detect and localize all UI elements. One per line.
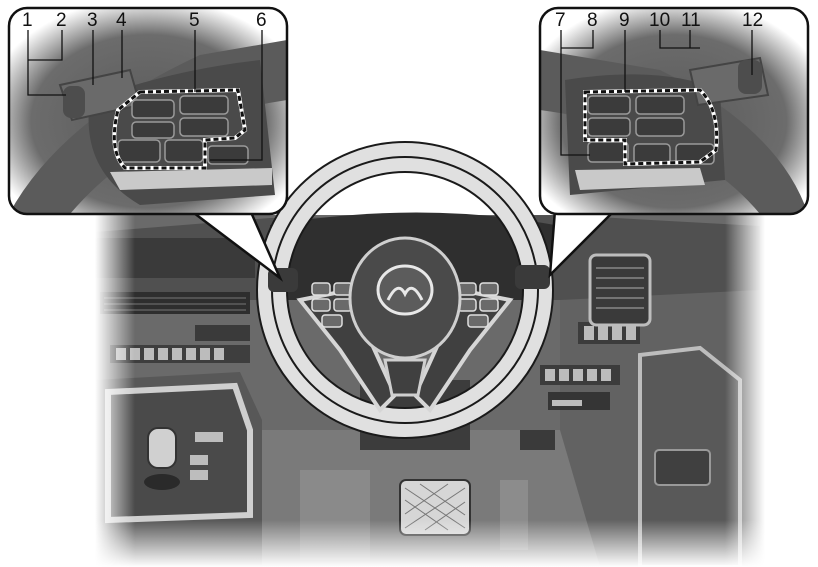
callout-labels: 1 2 3 4 5 6 7 8 9 10 11 12 <box>22 10 763 31</box>
mazda-logo-icon <box>386 286 424 301</box>
callout-11: 11 <box>681 10 701 31</box>
callout-9: 9 <box>619 10 630 31</box>
callout-8: 8 <box>587 10 598 31</box>
right-callout-box <box>538 6 810 279</box>
callout-2: 2 <box>56 10 67 31</box>
callout-10: 10 <box>649 10 670 31</box>
callout-6: 6 <box>256 10 267 31</box>
callout-1: 1 <box>22 10 33 31</box>
callout-3: 3 <box>87 10 98 31</box>
steering-wheel <box>256 141 554 439</box>
callout-7: 7 <box>555 10 566 31</box>
callout-12: 12 <box>742 10 763 31</box>
left-callout-box <box>7 6 289 282</box>
callout-5: 5 <box>189 10 200 31</box>
callout-4: 4 <box>116 10 127 31</box>
